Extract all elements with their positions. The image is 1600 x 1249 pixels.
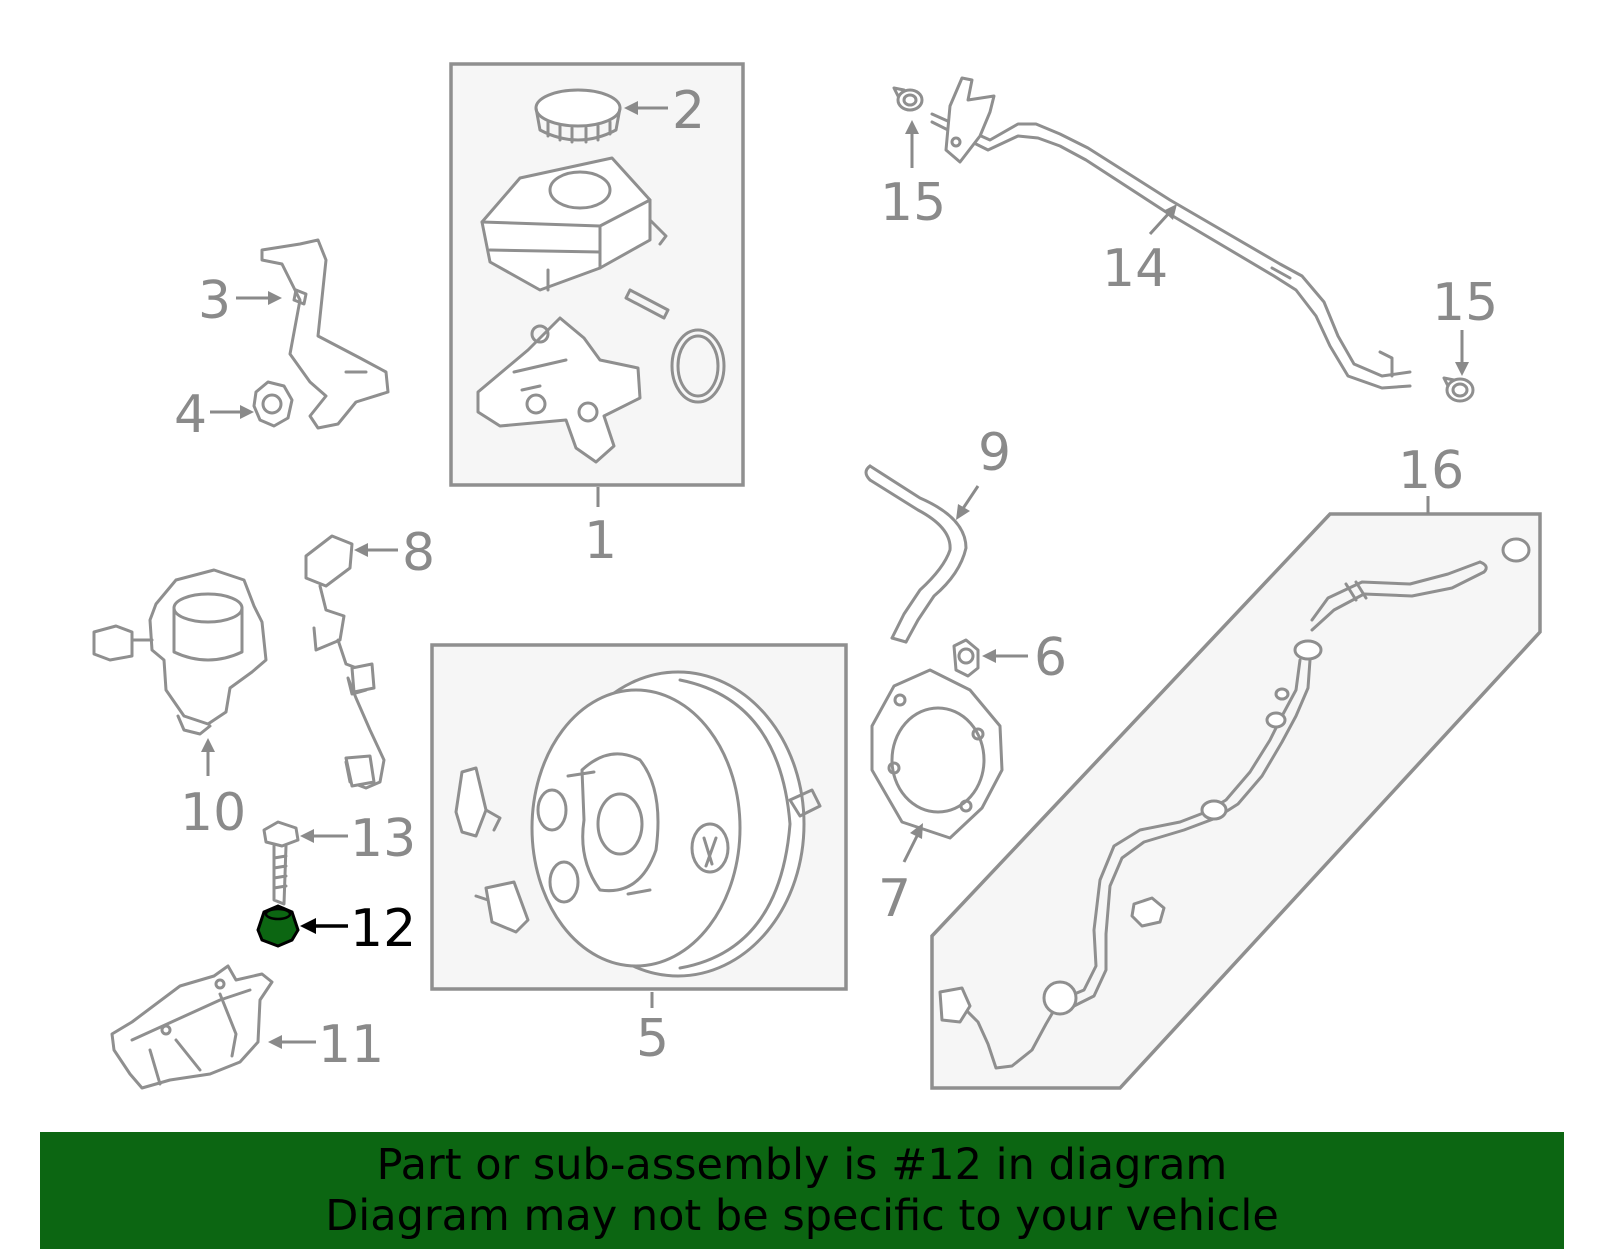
callout-2: 2 (672, 81, 705, 141)
info-banner: Part or sub-assembly is #12 in diagram D… (40, 1132, 1564, 1249)
callout-5: 5 (636, 1009, 669, 1069)
callout-7: 7 (878, 869, 911, 929)
callout-4: 4 (174, 385, 207, 445)
banner-line-1: Part or sub-assembly is #12 in diagram (376, 1140, 1228, 1190)
part-12-nut-highlighted[interactable] (256, 904, 300, 948)
part-11-shield[interactable] (110, 964, 274, 1090)
banner-line-2: Diagram may not be specific to your vehi… (325, 1191, 1279, 1241)
callout-arrows (201, 101, 1469, 1049)
callout-15-lower: 15 (1432, 273, 1498, 333)
callout-6: 6 (1034, 628, 1067, 688)
part-4-nut[interactable] (252, 380, 294, 428)
part-1-master-cylinder-assembly[interactable] (449, 62, 745, 507)
callout-12: 12 (350, 899, 416, 959)
part-3-bracket[interactable] (260, 238, 390, 430)
part-15-clamp-lower[interactable] (1442, 376, 1475, 403)
callout-13: 13 (350, 809, 416, 869)
part-14-vacuum-line[interactable] (930, 76, 1412, 390)
callout-9: 9 (978, 423, 1011, 483)
part-2-reservoir-cap[interactable] (534, 88, 622, 144)
part-16-hose-assembly[interactable] (930, 512, 1542, 1090)
part-15-clamp-upper[interactable] (892, 86, 924, 112)
part-10-vacuum-pump[interactable] (92, 568, 268, 736)
part-8-harness[interactable] (304, 534, 386, 790)
part-5-brake-booster[interactable] (430, 643, 848, 1008)
part-6-grommet[interactable] (952, 638, 980, 678)
callout-15-upper: 15 (880, 173, 946, 233)
callout-labels: 1 2 3 4 5 6 7 8 9 10 11 12 13 14 15 15 1… (174, 81, 1498, 1075)
callout-8: 8 (402, 523, 435, 583)
part-9-hose[interactable] (864, 464, 968, 644)
callout-10: 10 (180, 783, 246, 843)
callout-16: 16 (1398, 441, 1464, 501)
callout-14: 14 (1102, 239, 1168, 299)
callout-11: 11 (318, 1015, 384, 1075)
callout-3: 3 (198, 271, 231, 331)
callout-1: 1 (584, 511, 617, 571)
part-7-gasket[interactable] (870, 668, 1004, 840)
part-13-bolt[interactable] (262, 820, 300, 906)
